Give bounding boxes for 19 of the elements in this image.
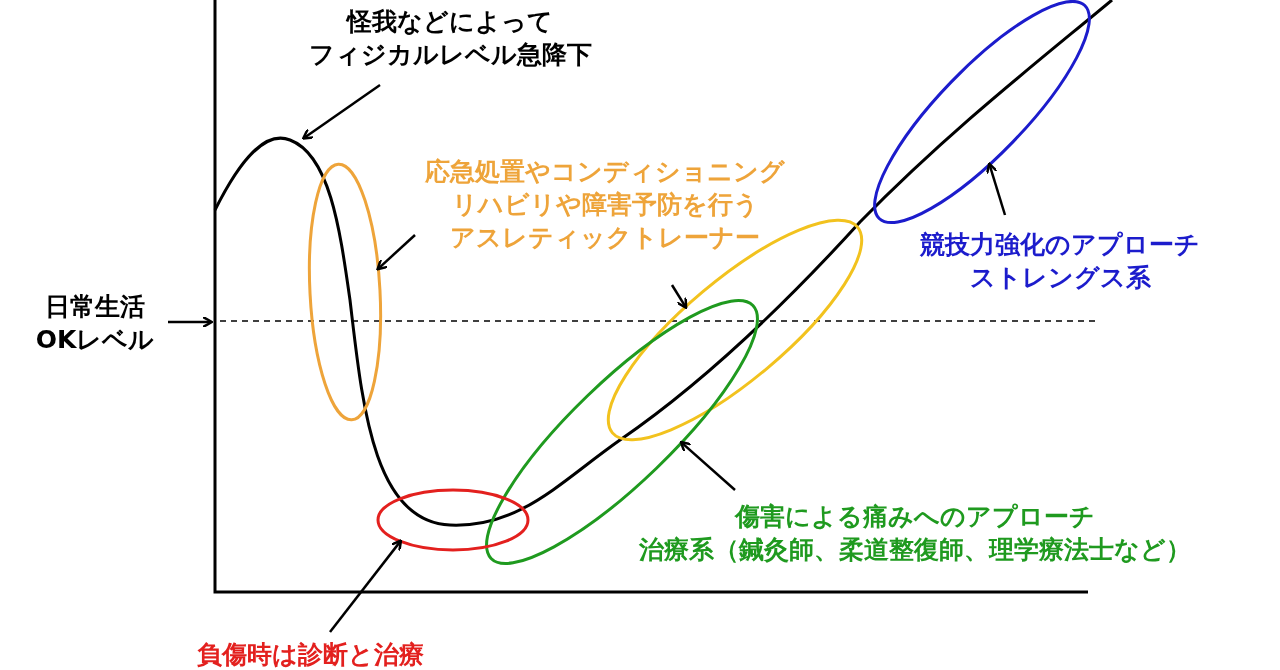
leader-arrow [168,315,214,329]
callout-text: 怪我などによってフィジカルレベル急降下 [307,6,593,71]
callout-text: 競技力強化のアプローチ [919,229,1201,261]
leader-arrow [679,440,736,491]
callout-text: ストレングス系 [968,262,1152,294]
highlight-ellipse [606,218,864,442]
highlight-ellipse [376,488,530,552]
callout-text: 治療系（鍼灸師、柔道整復師、理学療法士など） [638,534,1192,566]
highlight-ellipse [307,162,383,422]
leader-arrow [670,284,688,309]
level-label: 日常生活OKレベル [34,291,156,356]
callout-text: 応急処置やコンディショニングリハビリや障害予防を行うアスレティックトレーナー [424,156,786,254]
callout-text: 負傷時は診断と治療 [195,639,425,670]
callout-text: 傷害による痛みへのアプローチ [733,501,1096,533]
leader-arrow [985,162,1007,216]
leader-arrow [329,539,403,633]
leader-arrow [376,234,416,271]
highlight-ellipse [873,0,1091,225]
leader-arrow [301,83,381,140]
